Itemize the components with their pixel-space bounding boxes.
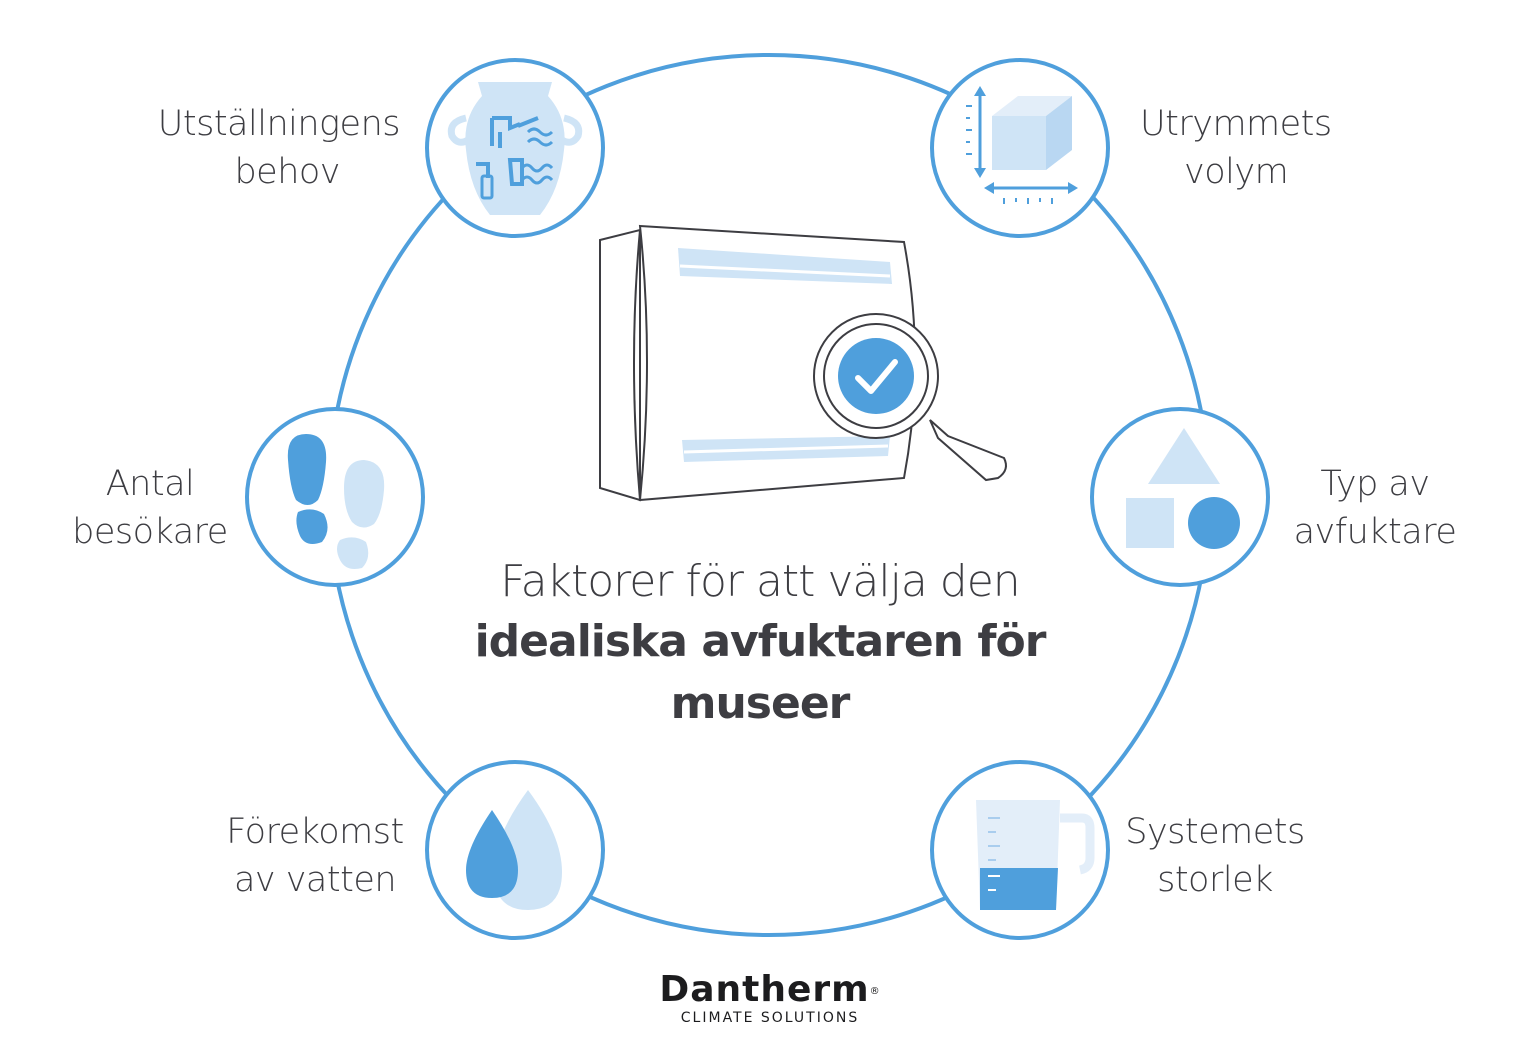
page-title: Faktorer för att välja den idealiska avf… xyxy=(420,553,1100,735)
magnifier-check-icon xyxy=(813,313,1007,482)
title-line-1: Faktorer för att välja den xyxy=(500,556,1020,607)
measuring-jug-icon xyxy=(976,800,1095,910)
water-drops-icon xyxy=(466,790,562,910)
factor-label-type: Typ av avfuktare xyxy=(1293,464,1457,552)
logo-tagline: CLIMATE SOLUTIONS xyxy=(680,1010,860,1026)
factor-label-exhibition: Utställningens behov xyxy=(157,104,401,192)
vase-icon xyxy=(447,82,583,215)
factor-circle-visitors xyxy=(245,407,425,587)
factor-label-water: Förekomst av vatten xyxy=(226,812,404,900)
factor-label-visitors: Antal besökare xyxy=(72,464,228,552)
logo-brand: Dantherm® xyxy=(659,969,881,1010)
factor-label-size: Systemets storlek xyxy=(1125,812,1305,900)
footprints-icon xyxy=(287,434,385,569)
cube-volume-icon xyxy=(966,86,1078,204)
dantherm-logo: Dantherm® CLIMATE SOLUTIONS xyxy=(630,969,910,1027)
shapes-icon xyxy=(1126,428,1240,549)
title-line-3: museer xyxy=(670,678,851,729)
title-line-2: idealiska avfuktaren för xyxy=(474,616,1047,667)
factor-label-volume: Utrymmets volym xyxy=(1140,104,1332,192)
